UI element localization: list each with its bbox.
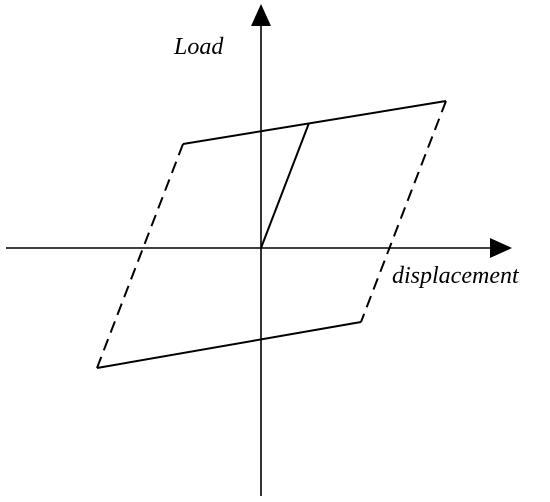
x-axis-label: displacement (392, 263, 520, 289)
x-axis-arrowhead (490, 238, 512, 258)
unloading-branch-right (360, 100, 447, 323)
lower-plateau-line (96, 321, 362, 369)
reloading-branch-left (96, 143, 184, 369)
initial-loading-line (260, 122, 310, 249)
y-axis-label: Load (173, 34, 224, 60)
upper-plateau-line (182, 100, 447, 145)
y-axis-arrowhead (251, 4, 271, 26)
